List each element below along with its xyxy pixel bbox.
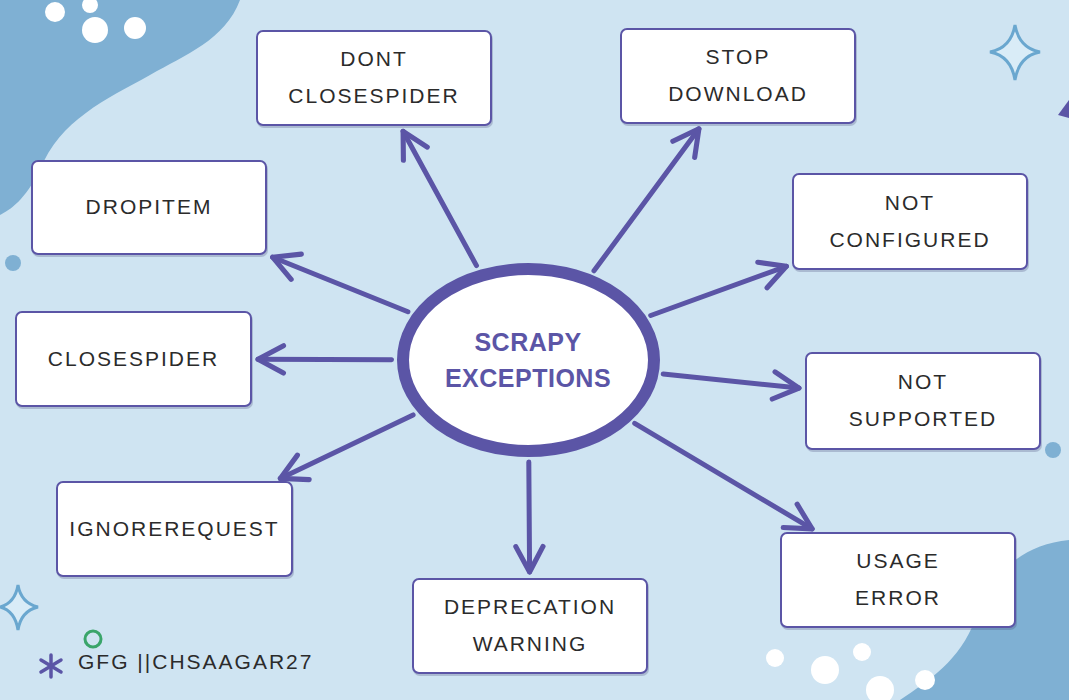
exception-box: USAGE ERROR bbox=[780, 532, 1016, 628]
exception-name: NOT CONFIGURED bbox=[815, 185, 1005, 259]
sparkle bbox=[0, 585, 38, 630]
arrow-connector bbox=[526, 462, 532, 572]
dot bbox=[811, 656, 839, 684]
arrow-connector bbox=[273, 257, 408, 312]
exception-name: USAGE ERROR bbox=[828, 543, 968, 617]
sparkle bbox=[1058, 100, 1069, 118]
arrow-connector bbox=[651, 266, 787, 315]
exception-name: DROPITEM bbox=[86, 189, 213, 226]
dot bbox=[124, 17, 146, 39]
exception-name: IGNOREREQUEST bbox=[69, 511, 279, 548]
sparkle bbox=[990, 25, 1040, 80]
exception-box: NOT SUPPORTED bbox=[805, 352, 1041, 450]
exception-box: DONT CLOSESPIDER bbox=[256, 30, 492, 126]
dot bbox=[915, 670, 935, 690]
central-ellipse: SCRAPY EXCEPTIONS bbox=[396, 262, 661, 458]
dot bbox=[853, 643, 871, 661]
dot bbox=[1045, 442, 1061, 458]
exception-box: DROPITEM bbox=[31, 160, 267, 255]
dot bbox=[866, 676, 894, 700]
exception-box: NOT CONFIGURED bbox=[792, 173, 1028, 270]
dot bbox=[45, 2, 65, 22]
ellipse-outline bbox=[396, 262, 661, 458]
dot bbox=[82, 17, 108, 43]
arrow-connector bbox=[403, 131, 476, 265]
exception-box: IGNOREREQUEST bbox=[56, 481, 293, 577]
central-title: SCRAPY EXCEPTIONS bbox=[426, 324, 631, 397]
watermark: GFG ||CHSAAGAR27 bbox=[78, 650, 313, 674]
exception-box: CLOSESPIDER bbox=[15, 311, 252, 407]
dot bbox=[82, 0, 98, 13]
arrow-connector bbox=[594, 129, 699, 271]
exception-name: STOP DOWNLOAD bbox=[643, 39, 833, 113]
dot bbox=[766, 649, 784, 667]
dot bbox=[5, 255, 21, 271]
exception-box: STOP DOWNLOAD bbox=[620, 28, 856, 124]
exception-box: DEPRECATION WARNING bbox=[412, 578, 648, 674]
exception-name: CLOSESPIDER bbox=[48, 341, 219, 378]
arrow-connector bbox=[663, 374, 799, 388]
exception-name: NOT SUPPORTED bbox=[828, 364, 1018, 438]
arrow-connector bbox=[280, 415, 413, 479]
exception-name: DEPRECATION WARNING bbox=[430, 589, 630, 663]
exception-name: DONT CLOSESPIDER bbox=[274, 41, 474, 115]
arrow-connector bbox=[635, 423, 812, 529]
ring bbox=[85, 631, 101, 647]
arrow-connector bbox=[258, 357, 392, 362]
asterisk bbox=[41, 655, 61, 677]
